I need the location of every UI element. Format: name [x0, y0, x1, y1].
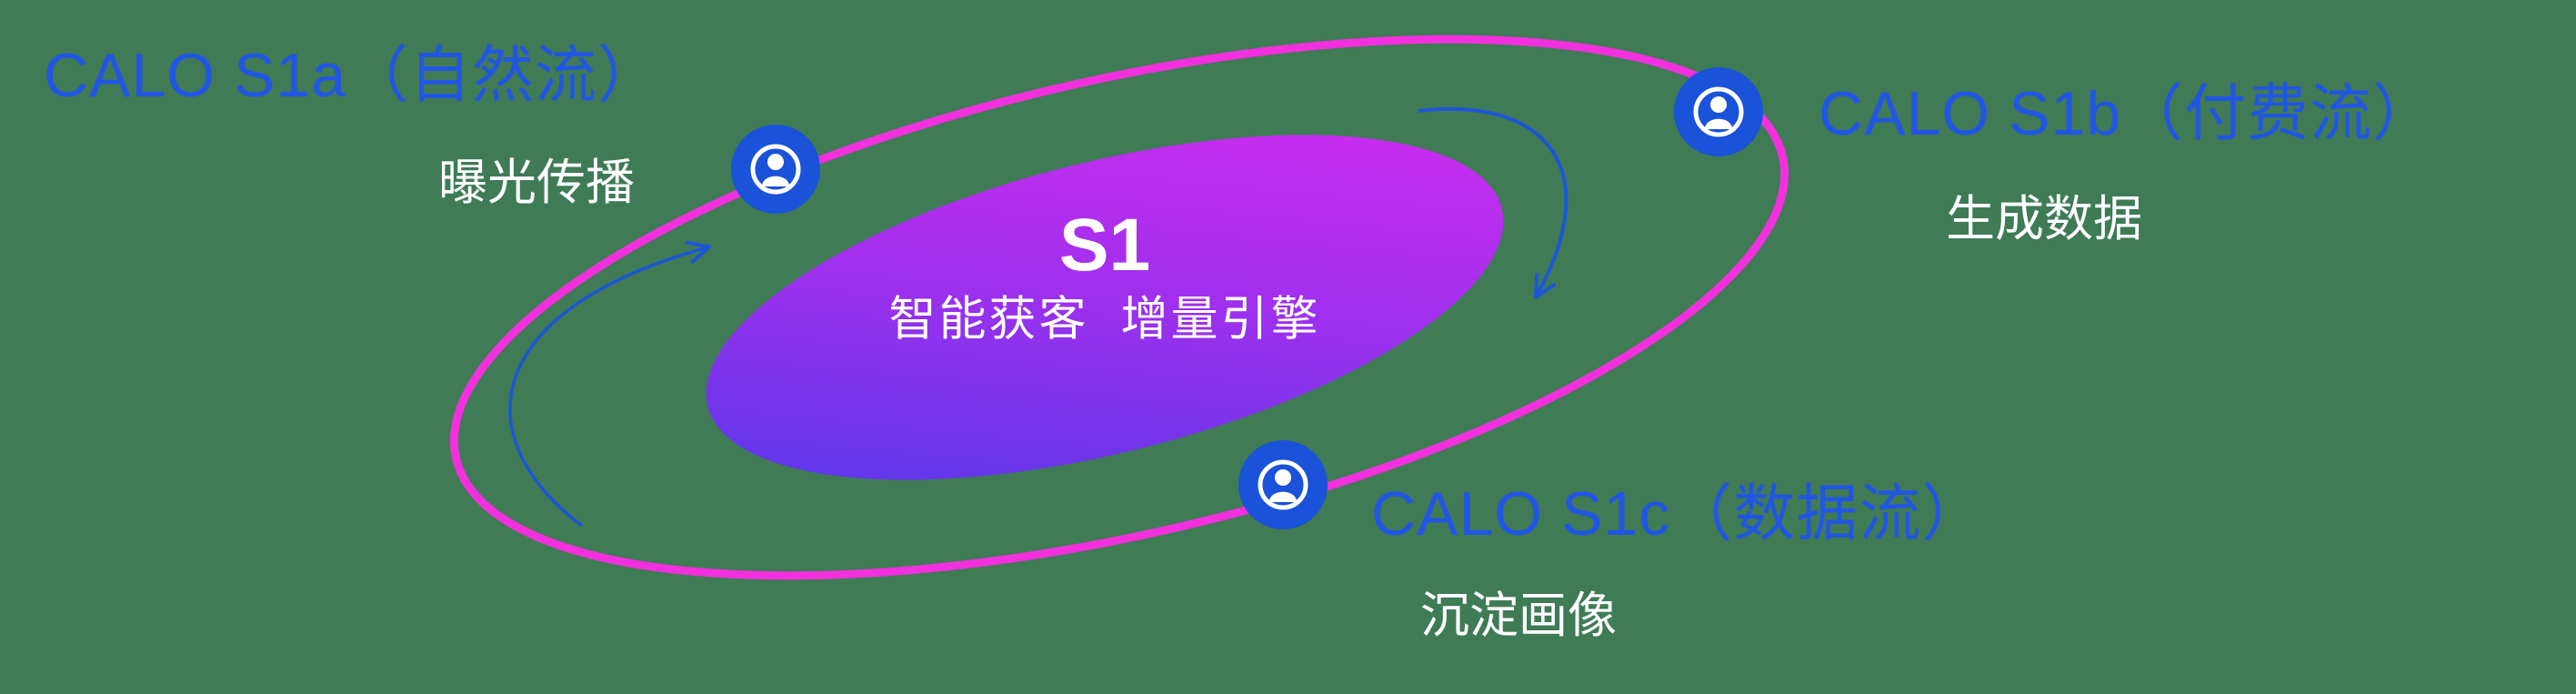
node-sublabel-s1a: 曝光传播 [438, 156, 635, 210]
node-label-s1c: CALO S1c（数据流） [1371, 479, 1985, 548]
center-subtitle: 智能获客 增量引擎 [888, 293, 1321, 347]
node-label-s1b: CALO S1b（付费流） [1819, 79, 2436, 148]
node-label-s1a: CALO S1a（自然流） [44, 41, 661, 110]
user-avatar-icon [1238, 440, 1328, 529]
user-avatar-icon [731, 125, 820, 214]
center-title: S1 [1058, 203, 1151, 287]
node-sublabel-s1b: 生成数据 [1946, 192, 2142, 246]
user-avatar-icon [1674, 67, 1763, 156]
node-sublabel-s1c: 沉淀画像 [1420, 588, 1617, 643]
orbit-ring [449, 35, 1789, 580]
flow-arrow-left [508, 240, 711, 528]
flow-arrow-right [1418, 106, 1569, 299]
center-ellipse [706, 135, 1504, 480]
